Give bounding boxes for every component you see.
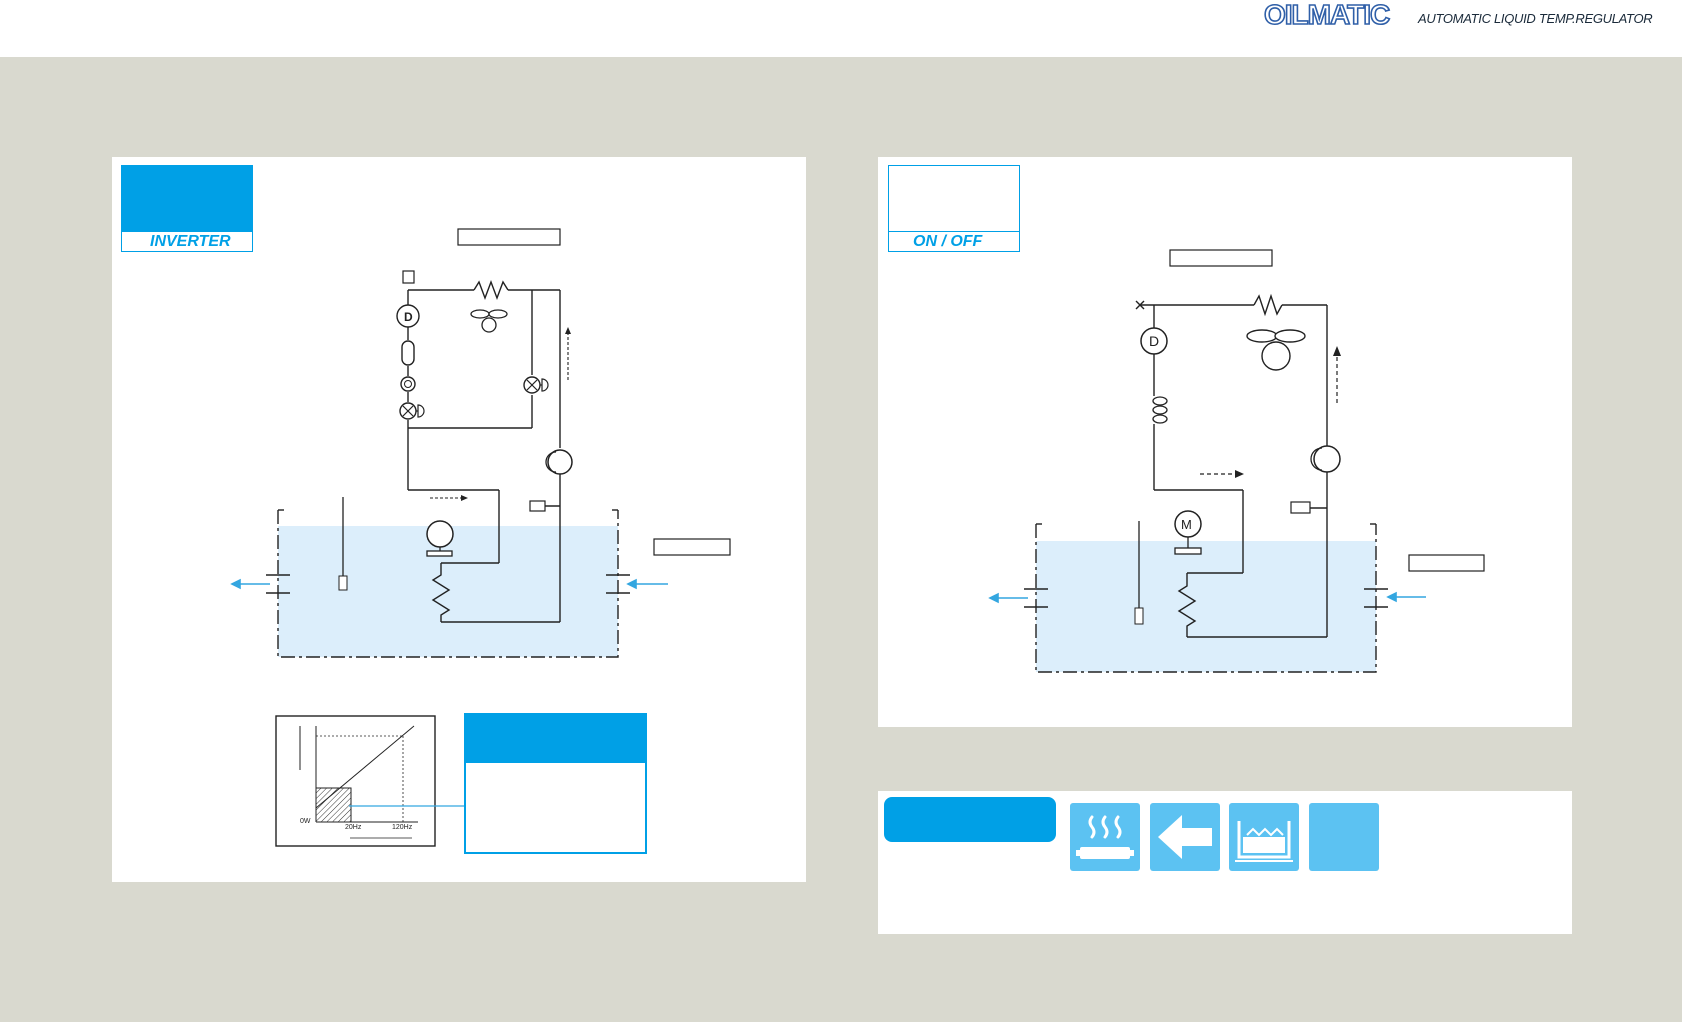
- info-box: [464, 713, 647, 854]
- features-pill: [884, 797, 1056, 842]
- onoff-tag: ON / OFF: [888, 165, 1020, 252]
- tag-fill: [122, 166, 252, 231]
- blank-icon: [1309, 803, 1379, 871]
- header-subtitle: AUTOMATIC LIQUID TEMP.REGULATOR: [1418, 11, 1653, 26]
- onoff-tag-label: ON / OFF: [889, 231, 1019, 251]
- inverter-panel: [112, 157, 806, 882]
- tank-liquid-icon: [1229, 803, 1299, 871]
- inverter-tag: INVERTER: [121, 165, 253, 252]
- info-box-header: [466, 715, 645, 763]
- header: OILMATIC AUTOMATIC LIQUID TEMP.REGULATOR: [0, 0, 1682, 57]
- inverter-tag-label: INVERTER: [122, 231, 252, 251]
- brand-text: OILMATIC: [1264, 0, 1390, 30]
- arrow-left-icon: [1150, 803, 1220, 871]
- heater-icon: [1070, 803, 1140, 871]
- oilmatic-logo: OILMATIC: [1263, 0, 1392, 30]
